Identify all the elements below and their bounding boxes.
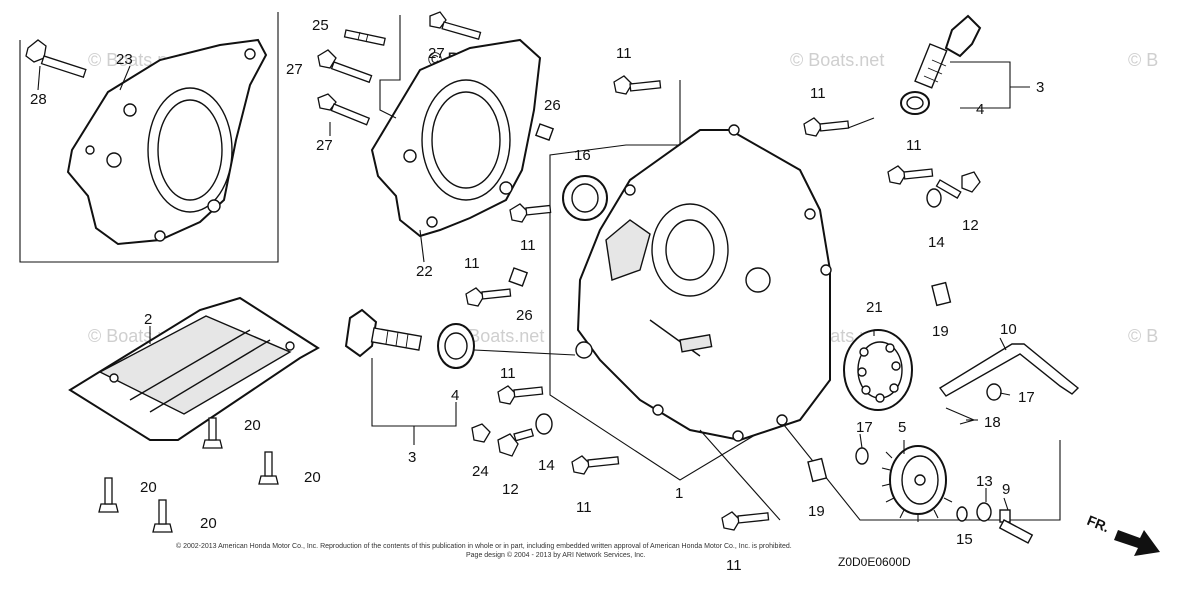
oil-filler-cap-3-left bbox=[344, 308, 457, 445]
callout-24: 24 bbox=[472, 463, 489, 480]
oil-filler-cap-3-right bbox=[914, 14, 1030, 109]
base-plate-2 bbox=[68, 296, 320, 441]
bolt-11-right-mid bbox=[887, 165, 934, 185]
callout-11: 11 bbox=[906, 137, 922, 154]
callout-20: 20 bbox=[304, 469, 321, 486]
bolt-11-lower-left bbox=[497, 385, 544, 405]
bolt-28 bbox=[25, 39, 87, 79]
crankcase-1 bbox=[549, 80, 1061, 521]
bolt-27-mid bbox=[317, 49, 373, 84]
bolt-11-right-top bbox=[803, 117, 875, 137]
callout-3: 3 bbox=[1036, 79, 1044, 96]
callout-19: 19 bbox=[932, 323, 949, 340]
bolt-12-bottom bbox=[497, 428, 535, 457]
callout-11: 11 bbox=[464, 255, 480, 272]
dowel-19-right bbox=[931, 281, 952, 307]
callout-21: 21 bbox=[866, 299, 883, 316]
bolt-20-b bbox=[258, 451, 279, 485]
callout-11: 11 bbox=[810, 85, 826, 102]
o-ring-4-right bbox=[900, 91, 930, 115]
governor-arm-10 bbox=[938, 343, 1080, 397]
callout-27: 27 bbox=[286, 61, 303, 78]
callout-11: 11 bbox=[576, 499, 592, 516]
governor-gear-5 bbox=[881, 445, 953, 522]
callout-5: 5 bbox=[898, 419, 906, 436]
callout-25: 25 bbox=[312, 17, 329, 34]
callout-20: 20 bbox=[200, 515, 217, 532]
callout-1: 1 bbox=[675, 485, 683, 502]
callout-11: 11 bbox=[500, 365, 516, 382]
callout-27: 27 bbox=[316, 137, 333, 154]
callout-28: 28 bbox=[30, 91, 47, 108]
copyright-line-2: Page design © 2004 - 2013 by ARI Network… bbox=[466, 551, 646, 559]
callout-11: 11 bbox=[616, 45, 632, 62]
washer-17-bottom bbox=[855, 447, 869, 465]
dowel-19-bottom bbox=[807, 457, 828, 483]
washer-14-bottom bbox=[535, 413, 553, 435]
bolt-25 bbox=[343, 29, 386, 46]
watermark: © B bbox=[1128, 326, 1158, 346]
callout-14: 14 bbox=[928, 234, 945, 251]
callout-20: 20 bbox=[140, 479, 157, 496]
callout-12: 12 bbox=[502, 481, 519, 498]
leader-lines bbox=[37, 65, 1011, 521]
callout-10: 10 bbox=[1000, 321, 1017, 338]
front-arrow-label: FR. bbox=[1085, 512, 1112, 535]
washer-14-right bbox=[926, 188, 942, 208]
callout-9: 9 bbox=[1002, 481, 1010, 498]
callout-16: 16 bbox=[574, 147, 591, 164]
callout-18: 18 bbox=[984, 414, 1001, 431]
watermark: © B bbox=[1128, 50, 1158, 70]
callout-15: 15 bbox=[956, 531, 973, 548]
copyright-line-1: © 2002-2013 American Honda Motor Co., In… bbox=[176, 542, 792, 550]
callout-19: 19 bbox=[808, 503, 825, 520]
bolt-20-a bbox=[202, 417, 223, 449]
washer-13 bbox=[976, 502, 992, 522]
oil-seal-16 bbox=[562, 175, 608, 221]
pin-26-low bbox=[508, 267, 529, 287]
callout-4: 4 bbox=[451, 387, 459, 404]
bolt-20-c bbox=[98, 477, 119, 513]
callout-4: 4 bbox=[976, 101, 984, 118]
bolt-11-top bbox=[613, 75, 662, 95]
bolt-12-right bbox=[935, 171, 981, 199]
shaft-9 bbox=[998, 509, 1034, 544]
bolt-27-top bbox=[429, 11, 482, 41]
bolt-27-low bbox=[317, 93, 371, 126]
watermark: © Boats.net bbox=[790, 50, 884, 70]
callout-14: 14 bbox=[538, 457, 555, 474]
bearing-21 bbox=[843, 329, 913, 411]
callout-20: 20 bbox=[244, 417, 261, 434]
nut-24 bbox=[471, 423, 491, 443]
callout-26: 26 bbox=[516, 307, 533, 324]
callout-17: 17 bbox=[1018, 389, 1035, 406]
o-ring-4-left bbox=[437, 323, 576, 369]
callout-13: 13 bbox=[976, 473, 993, 490]
callout-22: 22 bbox=[416, 263, 433, 280]
callout-11: 11 bbox=[726, 557, 742, 574]
callout-11: 11 bbox=[520, 237, 536, 254]
clip-15 bbox=[956, 506, 968, 522]
bolt-11-mid bbox=[509, 203, 552, 223]
callout-23: 23 bbox=[116, 51, 133, 68]
callout-17: 17 bbox=[856, 419, 873, 436]
clip-18 bbox=[945, 407, 976, 425]
callout-2: 2 bbox=[144, 311, 152, 328]
callout-labels: 1 2 3 3 4 4 5 9 10 11 11 11 11 11 11 11 … bbox=[30, 17, 1044, 574]
callout-26: 26 bbox=[544, 97, 561, 114]
inset-bracket-23 bbox=[19, 12, 279, 263]
washer-17-right bbox=[986, 383, 1002, 401]
diagram-code: Z0D0E0600D bbox=[838, 555, 911, 569]
case-cover-22 bbox=[370, 15, 542, 238]
bolt-11-left bbox=[465, 287, 512, 307]
bolt-11-bottom bbox=[571, 455, 620, 475]
callout-12: 12 bbox=[962, 217, 979, 234]
pin-26-top bbox=[534, 123, 555, 141]
bolt-11-bottom-right bbox=[721, 511, 770, 531]
front-direction-arrow-icon: FR. bbox=[1085, 512, 1160, 556]
callout-3: 3 bbox=[408, 449, 416, 466]
callout-27: 27 bbox=[428, 45, 445, 62]
bolt-20-d bbox=[152, 499, 173, 533]
